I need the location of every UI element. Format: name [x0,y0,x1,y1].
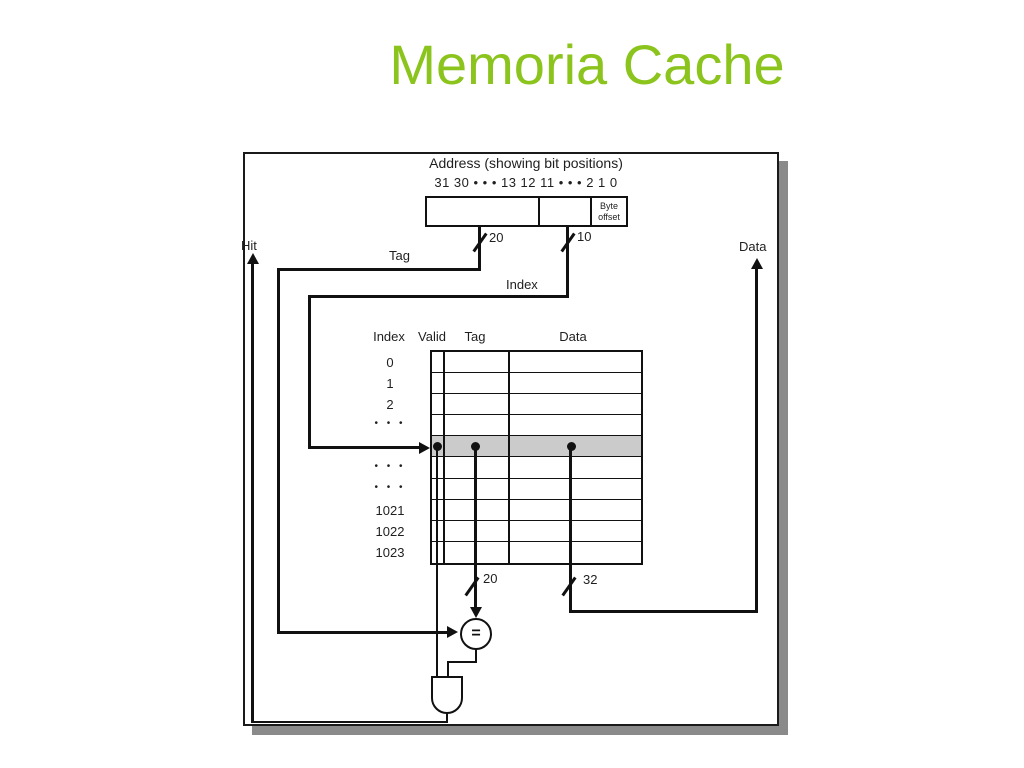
address-bit-positions: 31 30 • • • 13 12 11 • • • 2 1 0 [434,175,618,190]
table-divider-valid-tag [443,352,445,563]
data-bus-width-label: 32 [583,572,598,587]
comparator-input-arrow-icon [447,626,458,638]
table-divider-tag-data [508,352,510,563]
valid-wire-down [436,448,438,678]
data-wire-bottom [569,610,758,613]
index-bus-wire-left [308,295,569,298]
table-row [432,542,641,563]
and-out-wire [446,712,448,723]
table-row [432,500,641,521]
entry-dot-icon [432,442,442,452]
table-row [432,352,641,374]
index-bus-wire-down1 [566,227,569,298]
tag-bus-wire-down1 [478,227,481,271]
row-index-label: 0 [386,355,394,371]
equals-icon: = [471,625,481,642]
row-index-label: • • • [374,460,406,472]
index-row-arrow-icon [419,442,430,454]
row-index-label: • • • [374,481,406,493]
comparator-out-wire3 [447,661,449,678]
address-title: Address (showing bit positions) [429,155,623,171]
tag-bus-width-label: 20 [489,230,504,245]
entry-dot-icon [470,442,480,452]
row-index-label: 1023 [375,544,405,560]
byte-offset-line1: Byte [599,201,618,212]
comparator-circle: = [460,618,492,650]
byte-offset-cell: Byte offset [592,198,626,225]
row-index-label: • • • [374,418,406,430]
cache-table-rows [432,352,641,563]
comparator-input-wire [277,631,449,634]
table-row [432,479,641,500]
table-row [432,394,641,416]
comparator-out-wire1 [475,649,477,663]
data-field-wire-down [569,448,572,613]
table-row [432,415,641,437]
data-wire-up [755,267,758,613]
data-arrow-icon [751,258,763,269]
table-header-valid: Valid [418,329,446,344]
index-signal-label: Index [506,277,538,292]
tag-field-width-label: 20 [483,571,498,586]
and-gate [431,676,463,714]
row-index-label: 1022 [375,523,405,539]
table-row [432,521,641,542]
hit-wire-up [251,262,254,723]
table-header-tag: Tag [464,329,486,344]
row-index-label: 1 [386,376,394,392]
table-header-index: Index [373,329,405,344]
cache-table [430,350,643,565]
hit-wire-bottom [251,721,448,723]
hit-arrow-icon [247,253,259,264]
table-header-data: Data [559,329,587,344]
entry-dot-icon [566,442,576,452]
index-bus-wire-down2 [308,295,311,449]
index-bus-wire-right [308,446,420,449]
table-row [432,373,641,395]
hit-signal-label: Hit [241,238,257,253]
address-divider-tag-index [538,198,540,225]
data-signal-label: Data [739,239,767,254]
address-divider-index-offset [590,198,592,225]
tag-comparator-arrow-icon [470,607,482,618]
tag-bus-wire-down2 [277,268,280,634]
tag-field-wire-down [474,448,477,609]
row-index-label: 2 [386,397,394,413]
table-row [432,458,641,479]
byte-offset-line2: offset [598,211,620,222]
tag-signal-label: Tag [389,248,410,263]
tag-bus-wire-left [277,268,481,271]
address-box: Byte offset [425,196,628,227]
slide-title: Memoria Cache [389,33,785,96]
index-bus-width-label: 10 [577,229,592,244]
row-index-label: 1021 [375,502,405,518]
table-row-selected [432,436,641,458]
comparator-out-wire2 [447,661,477,663]
